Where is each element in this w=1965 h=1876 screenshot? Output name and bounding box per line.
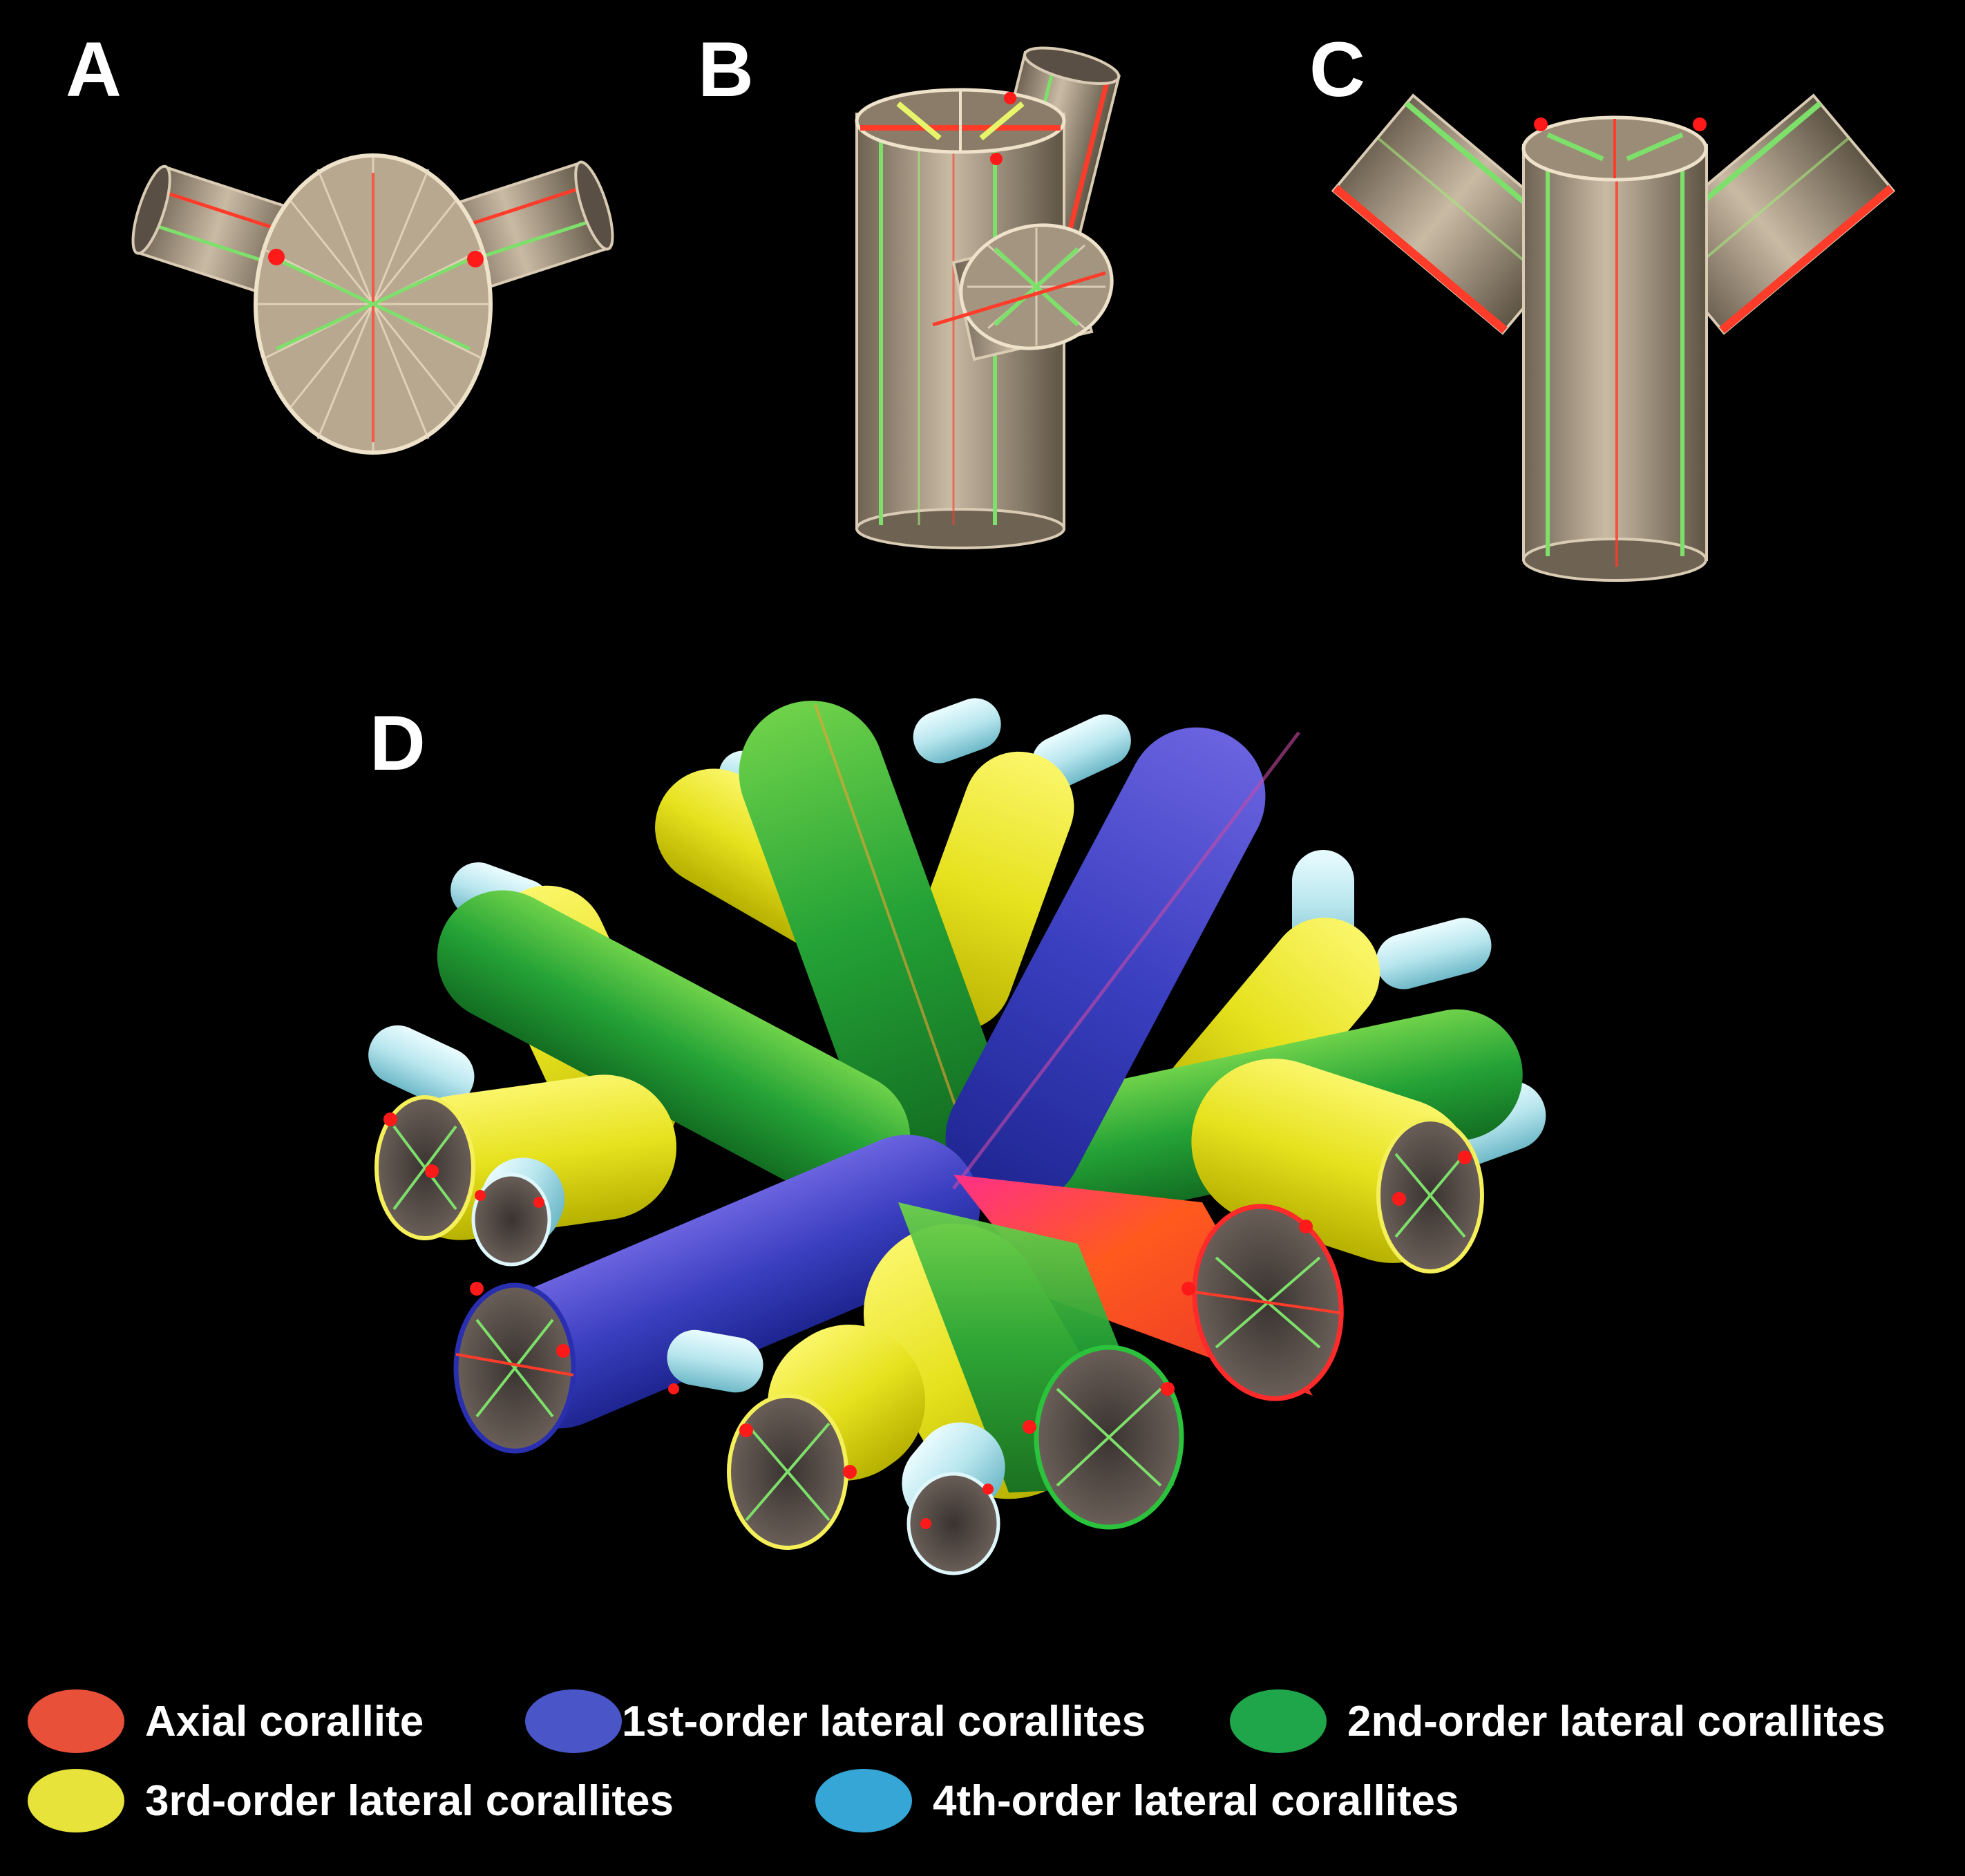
legend-label-axial: Axial corallite: [145, 1697, 424, 1745]
panel-b-model: [855, 46, 1121, 549]
panel-c-model: [1331, 93, 1896, 582]
panel-d-colony-model: [368, 698, 1546, 1575]
panel-d-septa: [392, 1125, 1466, 1522]
corallite-diagram: [131, 46, 1896, 1575]
legend-swatch-3rd-order: [28, 1769, 124, 1832]
panel-d-1st-order-tubes: [484, 727, 1300, 1429]
panel-a-model: [131, 153, 614, 455]
panel-label-b: B: [698, 26, 754, 113]
panel-label-c: C: [1309, 26, 1365, 113]
legend: Axial corallite 1st-order lateral corall…: [0, 1672, 1965, 1873]
panel-d-front-left-tubes: [374, 1074, 676, 1267]
panel-a-dot-left: [268, 249, 285, 265]
legend-item-2nd-order: 2nd-order lateral corallites: [1230, 1689, 1886, 1753]
panel-c-axial-column: [1522, 144, 1708, 561]
panel-label-a: A: [66, 26, 122, 113]
legend-swatch-4th-order: [815, 1769, 912, 1832]
legend-item-1st-order: 1st-order lateral corallites: [525, 1689, 1146, 1753]
panel-label-d: D: [370, 700, 426, 786]
panel-b-side-branch: [932, 223, 1114, 361]
legend-item-4th-order: 4th-order lateral corallites: [815, 1769, 1459, 1832]
legend-swatch-2nd-order: [1230, 1689, 1327, 1753]
legend-label-3rd-order: 3rd-order lateral corallites: [145, 1776, 674, 1825]
panel-a-dot-right: [467, 251, 484, 267]
legend-swatch-axial: [28, 1689, 124, 1753]
legend-label-2nd-order: 2nd-order lateral corallites: [1347, 1697, 1886, 1745]
panel-d-red-dots: [383, 1112, 1472, 1529]
legend-item-3rd-order: 3rd-order lateral corallites: [28, 1769, 674, 1832]
legend-swatch-1st-order: [525, 1689, 622, 1753]
legend-item-axial: Axial corallite: [28, 1689, 424, 1753]
legend-label-4th-order: 4th-order lateral corallites: [933, 1776, 1459, 1825]
legend-label-1st-order: 1st-order lateral corallites: [622, 1697, 1146, 1745]
